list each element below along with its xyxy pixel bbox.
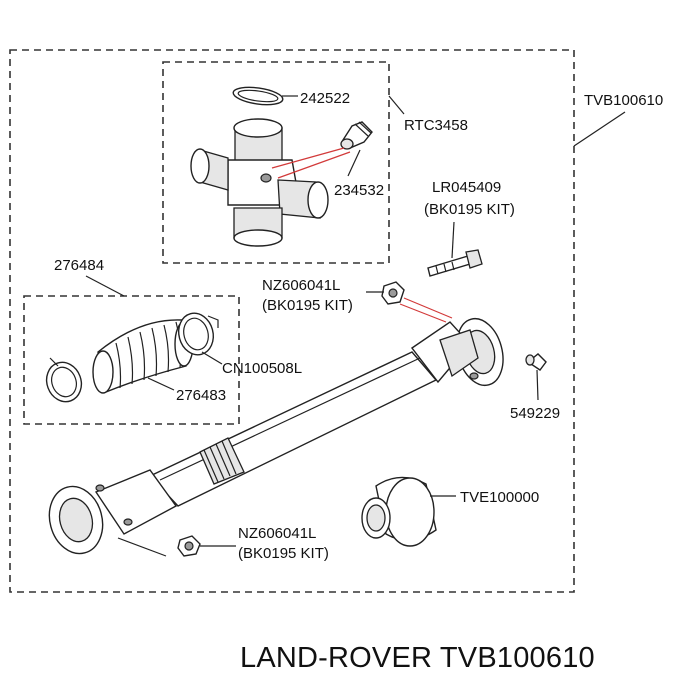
propeller-shaft xyxy=(48,317,504,555)
label-bolt-kit: (BK0195 KIT) xyxy=(424,201,515,218)
part-caption: LAND-ROVER TVB100610 xyxy=(240,642,695,675)
gaiter-clip-right xyxy=(178,312,219,356)
leader-nut-bottom-to-shaft xyxy=(117,537,167,557)
label-nut-top-kit: (BK0195 KIT) xyxy=(262,297,353,314)
bolt-to-flange-indicator xyxy=(399,297,453,323)
nut-top-part xyxy=(381,281,405,305)
label-nut-bottom: NZ606041L xyxy=(238,525,316,542)
label-gaiter: 276483 xyxy=(176,387,226,404)
centre-flange-part xyxy=(361,476,437,547)
label-nut-top: NZ606041L xyxy=(262,277,340,294)
label-circlip: 242522 xyxy=(300,90,350,107)
leader-nipple-right xyxy=(536,369,539,401)
label-flange: TVE100000 xyxy=(460,489,539,506)
label-nut-bottom-kit: (BK0195 KIT) xyxy=(238,545,329,562)
leader-bolt xyxy=(451,221,455,259)
universal-joint-cross xyxy=(190,118,329,247)
brand-name: LAND-ROVER xyxy=(240,642,433,674)
leader-nipple-top xyxy=(347,149,361,177)
gaiter-clip-left xyxy=(45,357,83,403)
leader-gaiter-clip xyxy=(201,351,223,365)
label-nipple-top: 234532 xyxy=(334,182,384,199)
label-gaiter-clip: CN100508L xyxy=(222,360,302,377)
grease-nipple-top-part xyxy=(340,121,373,150)
leader-assembly xyxy=(573,111,626,147)
nipple-to-cross-indicator xyxy=(271,147,351,179)
circlip-part xyxy=(232,86,284,106)
leader-ujoint-kit xyxy=(388,95,405,115)
grease-nipple-right-part xyxy=(525,353,547,371)
label-nipple-right: 549229 xyxy=(510,405,560,422)
gaiter-kit-box xyxy=(23,295,240,425)
ujoint-kit-box xyxy=(162,61,390,264)
nut-bottom-part xyxy=(177,535,201,557)
label-bolt: LR045409 xyxy=(432,179,501,196)
caption-part-number: TVB100610 xyxy=(439,642,595,674)
label-gaiter-kit: 276484 xyxy=(54,257,104,274)
bolt-part xyxy=(427,249,483,277)
leader-gaiter-kit xyxy=(85,275,125,297)
leader-gaiter xyxy=(147,377,175,391)
label-assembly: TVB100610 xyxy=(584,92,663,109)
assembly-boundary xyxy=(9,49,575,593)
label-ujoint-kit: RTC3458 xyxy=(404,117,468,134)
